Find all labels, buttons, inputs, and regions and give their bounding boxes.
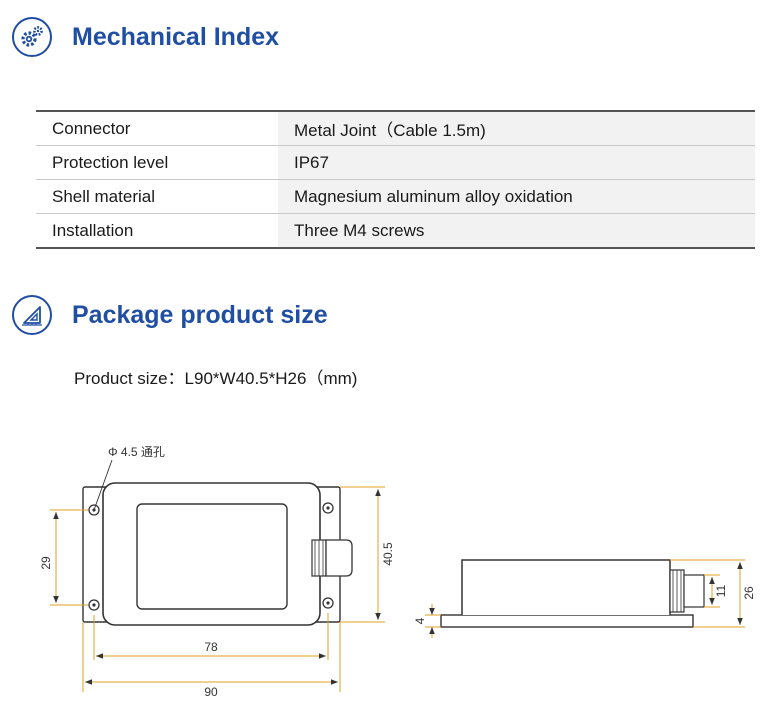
table-row: Shell material Magnesium aluminum alloy … [36, 179, 755, 214]
top-view: Φ 4.5 通孔 29 40.5 78 90 [39, 445, 395, 699]
spec-key: Installation [36, 213, 278, 249]
side-view: 4 11 26 [413, 559, 756, 638]
spec-value: Three M4 screws [278, 213, 755, 249]
mechanical-index-header: Mechanical Index [12, 17, 279, 57]
hole-label: Φ 4.5 通孔 [108, 445, 165, 459]
gears-icon [12, 17, 52, 57]
dim-90: 90 [204, 685, 218, 699]
dimension-drawing: Φ 4.5 通孔 29 40.5 78 90 [39, 445, 756, 699]
spec-value: IP67 [278, 145, 755, 180]
dim-26: 26 [742, 586, 756, 600]
dim-78: 78 [204, 640, 218, 654]
dim-4: 4 [413, 617, 427, 624]
spec-key: Connector [36, 110, 278, 146]
set-square-icon [12, 295, 52, 335]
dim-11: 11 [714, 584, 728, 597]
package-size-header: Package product size [12, 295, 328, 335]
table-row: Installation Three M4 screws [36, 213, 755, 249]
section-title: Mechanical Index [72, 22, 280, 51]
table-row: Connector Metal Joint（Cable 1.5m) [36, 110, 755, 146]
section-title: Package product size [72, 300, 328, 329]
spec-key: Shell material [36, 179, 278, 214]
dim-40-5: 40.5 [381, 542, 395, 566]
spec-value: Metal Joint（Cable 1.5m) [278, 110, 755, 146]
spec-value: Magnesium aluminum alloy oxidation [278, 179, 755, 214]
dim-29: 29 [39, 556, 53, 570]
spec-key: Protection level [36, 145, 278, 180]
product-size-text: Product size：L90*W40.5*H26（mm) [74, 369, 358, 388]
spec-table: Connector Metal Joint（Cable 1.5m) Protec… [36, 110, 755, 249]
table-row: Protection level IP67 [36, 145, 755, 180]
